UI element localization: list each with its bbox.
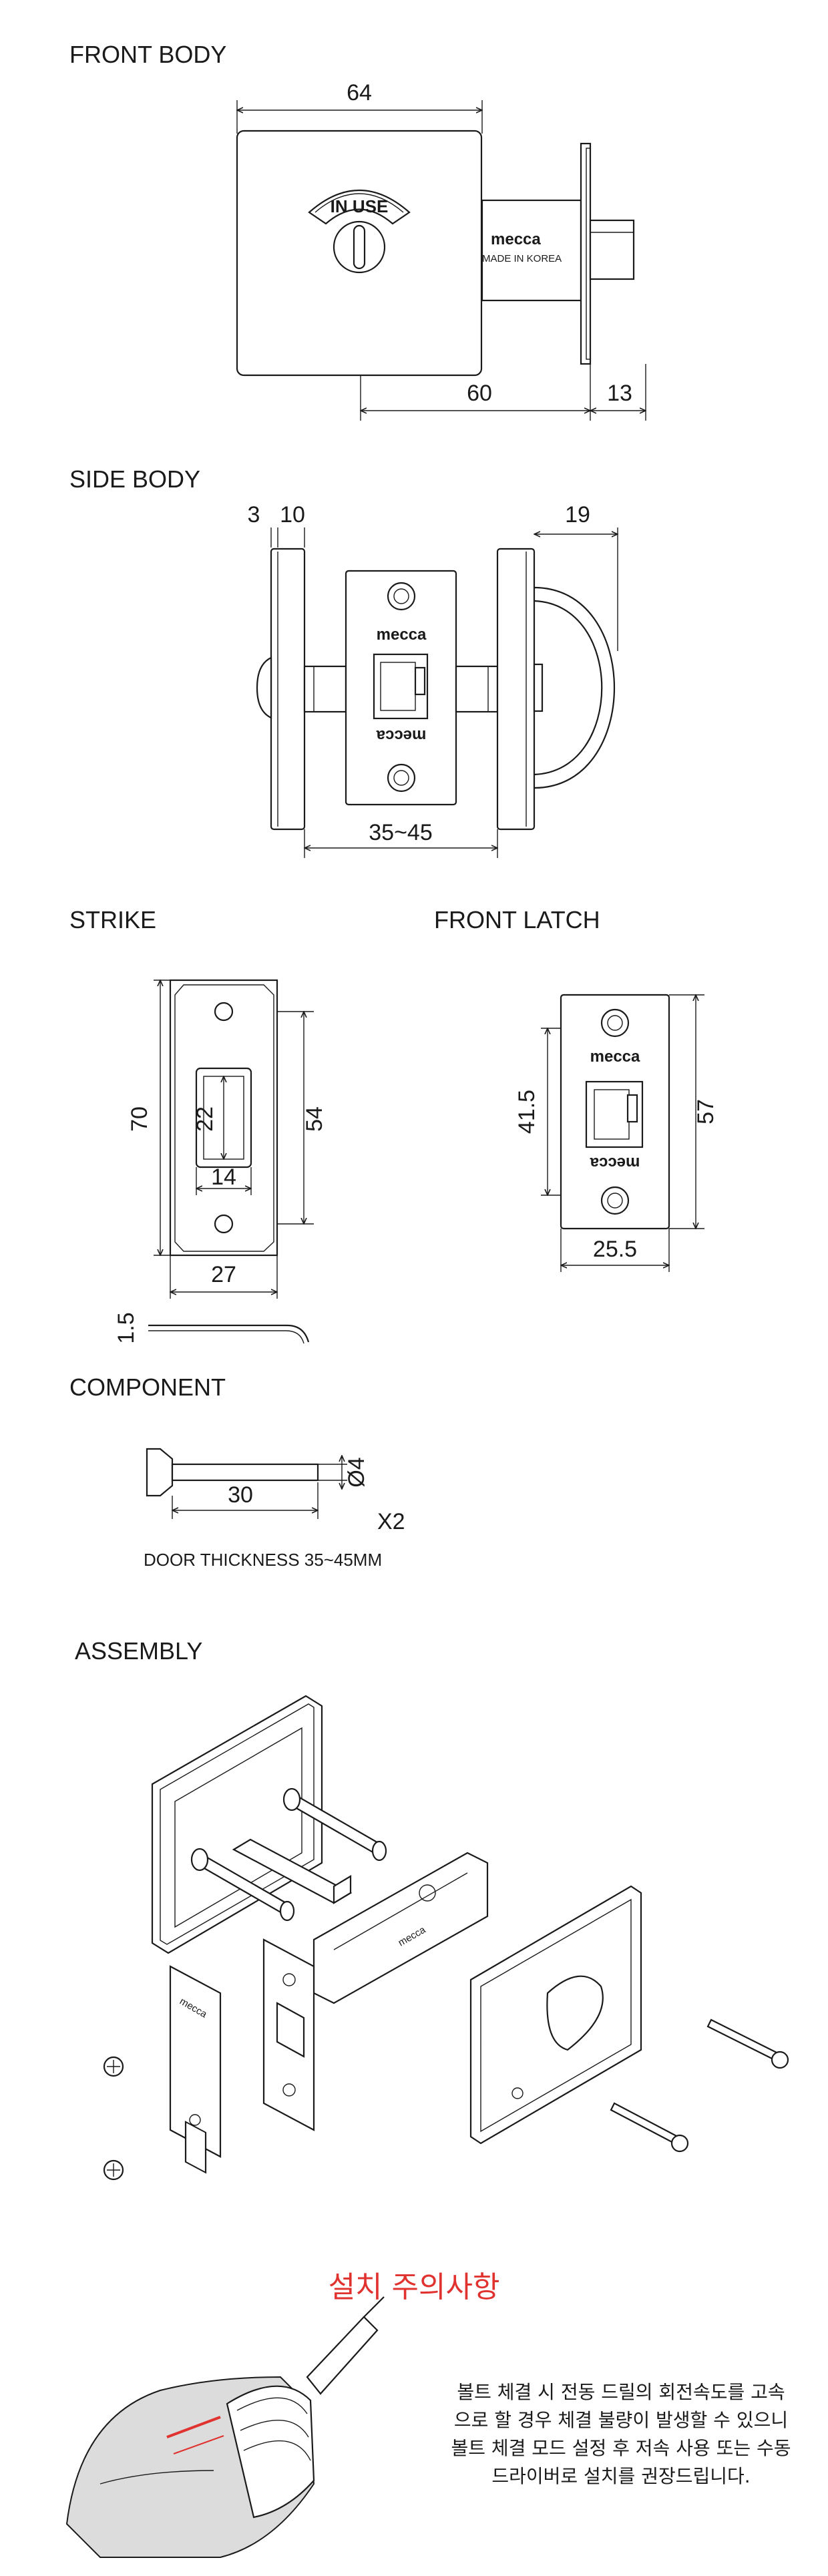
dim-plate: 13 (607, 381, 632, 406)
door-thickness-note: DOOR THICKNESS 35~45MM (144, 1550, 382, 1570)
dim-strike-27: 27 (211, 1262, 236, 1287)
assembly-turn-knob (546, 1975, 604, 2051)
assembly-screw-2 (103, 2159, 124, 2181)
screw-qty: X2 (377, 1509, 405, 1534)
in-use-indicator (308, 189, 411, 225)
dim-screw-dia: Ø4 (344, 1457, 369, 1487)
caution-note: 볼트 체결 시 전동 드릴의 회전속도를 고속 으로 할 경우 체결 불량이 발… (451, 2381, 791, 2487)
strike-profile (148, 1324, 310, 1343)
front-latch-drawing: mecca mecca 41.5 57 25.5 (514, 994, 718, 1272)
assembly-back-rose (151, 1695, 323, 1954)
caution-line-4: 드라이버로 설치를 권장드립니다. (491, 2465, 750, 2487)
dim-3: 3 (248, 502, 260, 527)
dim-strike-54: 54 (302, 1106, 327, 1132)
left-knob-side (256, 656, 272, 719)
drill-illustration (65, 2296, 385, 2558)
dim-backset: 60 (467, 381, 492, 406)
front-latch-brand-top: mecca (590, 1048, 640, 1066)
dim-strike-22: 22 (192, 1106, 218, 1132)
section-title-front-latch: FRONT LATCH (434, 906, 600, 933)
front-body-drawing: 64 IN USE mecca MADE IN KOREA 60 13 (236, 80, 646, 421)
dim-strike-1-5: 1.5 (114, 1312, 139, 1343)
screw-head (146, 1448, 174, 1497)
side-brand-top: mecca (377, 626, 427, 644)
screw-shaft (171, 1463, 319, 1482)
right-spindle (455, 665, 499, 713)
caution-title: 설치 주의사항 (329, 2270, 500, 2304)
caution-line-3: 볼트 체결 모드 설정 후 저속 사용 또는 수동 (451, 2437, 791, 2459)
latch-faceplate (580, 142, 592, 365)
dim-latch-41-5: 41.5 (514, 1090, 540, 1134)
assembly-screw-3 (706, 2018, 789, 2069)
assembly-strike-opening (184, 2121, 207, 2174)
dim-strike-14: 14 (211, 1164, 236, 1190)
component-drawing: 30 Ø4 X2 DOOR THICKNESS 35~45MM (144, 1448, 405, 1570)
turn-knob-side (534, 586, 615, 789)
in-use-text: IN USE (331, 196, 389, 216)
made-in-text: MADE IN KOREA (482, 253, 562, 264)
assembly-screw-1 (103, 2056, 124, 2077)
dim-screw-30: 30 (228, 1482, 253, 1508)
assembly-drawing: mecca mecca (103, 1695, 789, 2181)
emergency-slot (353, 224, 366, 270)
latch-brand: mecca (491, 230, 541, 248)
section-title-assembly: ASSEMBLY (75, 1637, 202, 1665)
dim-latch-25-5: 25.5 (593, 1237, 637, 1262)
dim-strike-70: 70 (127, 1106, 152, 1132)
dim-10: 10 (280, 502, 305, 527)
right-rose-side (496, 548, 536, 831)
side-brand-bottom: mecca (376, 726, 426, 744)
assembly-strike (169, 1965, 222, 2158)
dim-latch-57: 57 (693, 1099, 718, 1124)
left-rose-side (270, 548, 306, 831)
front-latch-brand-bottom: mecca (590, 1154, 640, 1172)
section-title-side-body: SIDE BODY (69, 465, 200, 493)
latch-case (481, 199, 582, 302)
caution-line-2: 으로 할 경우 체결 불량이 발생할 수 있으니 (454, 2409, 788, 2431)
assembly-screw-4 (610, 2102, 689, 2153)
section-title-strike: STRIKE (69, 906, 156, 933)
side-body-drawing: 3 10 19 mecca mecca (248, 502, 618, 858)
strike-drawing: 70 54 22 14 27 1.5 (114, 979, 327, 1344)
left-spindle (303, 665, 347, 713)
dim-19: 19 (565, 502, 590, 527)
latch-bolt (589, 219, 635, 280)
dim-width: 64 (347, 80, 372, 105)
dim-door: 35~45 (369, 820, 433, 845)
section-title-component: COMPONENT (69, 1373, 226, 1401)
caution-line-1: 볼트 체결 시 전동 드릴의 회전속도를 고속 (457, 2381, 785, 2403)
section-title-front-body: FRONT BODY (69, 41, 226, 68)
assembly-latch-case (313, 1852, 489, 2004)
